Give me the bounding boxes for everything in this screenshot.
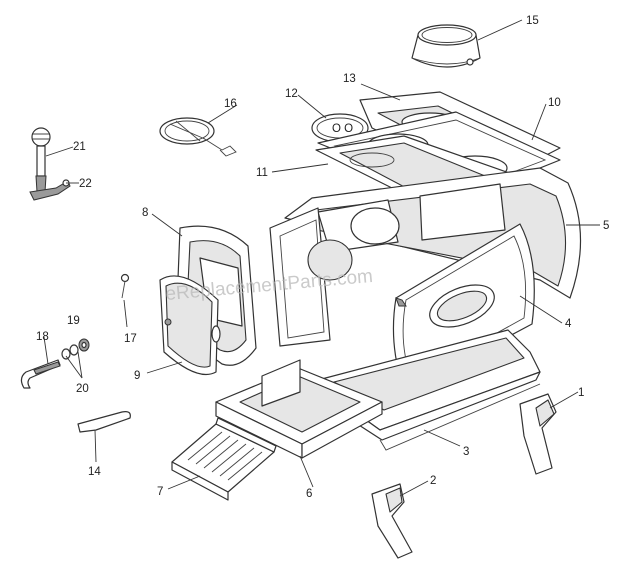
callout-13: 13 [343,73,356,85]
leader-lines [43,19,600,497]
firebox-left-panel [269,207,400,347]
part-21-handle [31,127,51,193]
callout-17: 17 [124,333,137,345]
callout-20: 20 [76,383,89,395]
part-7-grate [171,417,277,501]
callout-4: 4 [565,318,572,330]
part-17-pin [120,273,130,299]
callout-19: 19 [67,315,80,327]
callout-8: 8 [142,207,148,219]
callout-21: 21 [73,141,86,153]
callout-18: 18 [36,331,49,343]
callout-5: 5 [603,220,609,232]
callout-15: 15 [526,15,539,27]
callout-9: 9 [134,370,140,382]
part-4-side-panel [392,223,535,393]
callout-1: 1 [578,387,584,399]
part-9-door [159,275,221,376]
callout-12: 12 [285,88,298,100]
part-18-control-rod [20,359,61,389]
callout-3: 3 [463,446,469,458]
callout-7: 7 [157,486,163,498]
callout-14: 14 [88,466,101,478]
part-2-leg [371,483,413,559]
callout-6: 6 [306,488,312,500]
callout-2: 2 [430,475,436,487]
part-14-ash-tool [77,411,131,433]
callout-labels: 15 16 13 12 10 11 21 22 8 5 4 17 18 19 2… [36,15,609,500]
part-19-20-knob-washers [61,338,90,360]
part-1-leg [519,393,557,475]
part-6-ash-pan [215,359,383,459]
callout-11: 11 [256,167,268,179]
svg-text:O O: O O [332,123,353,135]
callout-16: 16 [224,98,237,110]
part-15-flue-collar [411,24,481,68]
part-16-screen-ring [159,117,237,157]
callout-22: 22 [79,178,92,190]
callout-10: 10 [548,97,561,109]
